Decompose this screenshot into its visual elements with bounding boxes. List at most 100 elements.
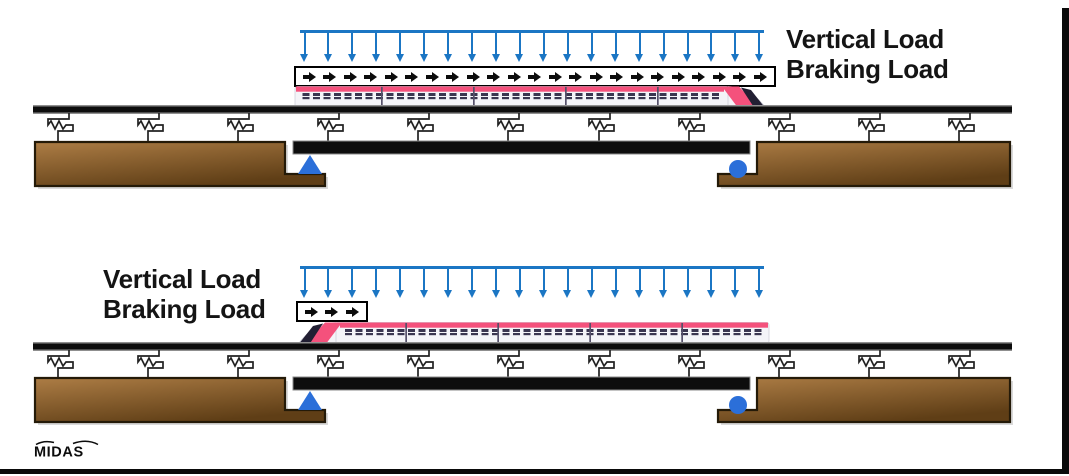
right-arrow-icon (753, 71, 768, 83)
frame-border-right (1062, 8, 1069, 473)
down-arrow-icon (587, 269, 596, 299)
right-arrow-icon (446, 71, 460, 83)
spring-icon (227, 113, 255, 141)
right-arrow-icon (712, 71, 727, 83)
right-arrow-icon (304, 306, 319, 318)
down-arrow-icon (539, 33, 548, 63)
down-arrow-icon (395, 33, 405, 63)
down-arrow-icon (371, 33, 381, 63)
load-labels: Vertical Load Braking Load (786, 24, 949, 84)
right-arrow-icon (548, 71, 563, 83)
down-arrow-icon (491, 269, 501, 299)
bridge-girder (292, 376, 751, 391)
midas-logo: MIDAS (33, 440, 111, 467)
logo-swoosh-right (72, 440, 99, 446)
braking-load-arrows (296, 68, 774, 85)
right-arrow-icon (507, 71, 522, 83)
spring-icon (317, 113, 345, 141)
right-arrow-icon (589, 71, 604, 83)
left-abutment-ground (33, 140, 327, 188)
right-arrow-icon (528, 71, 542, 83)
right-arrow-icon (345, 306, 360, 318)
spring-supports-row (42, 350, 983, 378)
down-arrow-icon (683, 269, 692, 299)
pinned-support-icon (298, 391, 322, 410)
vertical-load-label: Vertical Load (786, 24, 944, 54)
right-arrow-icon (733, 71, 747, 83)
vertical-load-assembly (300, 266, 764, 299)
spring-icon (948, 113, 975, 141)
spring-icon (497, 113, 525, 141)
right-arrow-icon (364, 71, 378, 83)
right-arrow-icon (405, 71, 419, 83)
roller-support-icon (729, 396, 747, 414)
right-abutment-ground (716, 140, 1012, 188)
down-arrow-icon (611, 269, 620, 299)
right-arrow-icon (325, 306, 339, 318)
spring-icon (227, 350, 255, 378)
down-arrow-icon (371, 269, 381, 299)
rail-line (33, 105, 1012, 114)
right-arrow-icon (466, 71, 481, 83)
down-arrow-icon (467, 269, 477, 299)
spring-icon (587, 350, 615, 378)
down-arrow-icon (659, 33, 668, 63)
down-arrow-icon (659, 269, 668, 299)
spring-icon (407, 113, 435, 141)
spring-icon (137, 113, 164, 141)
roller-support-icon (729, 160, 747, 178)
spring-icon (587, 113, 615, 141)
right-arrow-icon (692, 71, 706, 83)
braking-load-box (296, 301, 368, 322)
down-arrow-icon (347, 269, 357, 299)
right-arrow-icon (302, 71, 317, 83)
down-arrow-icon (419, 33, 429, 63)
spring-supports-row (42, 113, 983, 141)
spring-icon (47, 350, 74, 378)
down-arrow-icon (563, 33, 572, 63)
load-distribution-line (300, 266, 764, 269)
right-arrow-icon (630, 71, 645, 83)
spring-icon (857, 113, 885, 141)
braking-load-box (294, 66, 776, 87)
down-arrow-icon (730, 269, 740, 299)
vertical-load-arrows (300, 33, 764, 63)
down-arrow-icon (635, 269, 644, 299)
down-arrow-icon (730, 33, 740, 63)
spring-icon (47, 113, 74, 141)
right-arrow-icon (610, 71, 624, 83)
right-arrow-icon (487, 71, 501, 83)
down-arrow-icon (683, 33, 692, 63)
down-arrow-icon (515, 269, 524, 299)
pinned-support-icon (298, 155, 322, 174)
down-arrow-icon (491, 33, 501, 63)
braking-load-label: Braking Load (786, 54, 949, 84)
spring-icon (407, 350, 435, 378)
down-arrow-icon (419, 269, 429, 299)
left-abutment-ground (33, 376, 327, 424)
spring-icon (317, 350, 345, 378)
down-arrow-icon (539, 269, 548, 299)
spring-icon (857, 350, 885, 378)
spring-icon (767, 350, 795, 378)
right-abutment-ground (716, 376, 1012, 424)
right-arrow-icon (671, 71, 686, 83)
vertical-load-assembly (300, 30, 764, 63)
spring-icon (948, 350, 975, 378)
down-arrow-icon (706, 269, 716, 299)
down-arrow-icon (635, 33, 644, 63)
down-arrow-icon (323, 269, 333, 299)
right-arrow-icon (323, 71, 337, 83)
braking-load-label: Braking Load (103, 294, 266, 324)
midas-logo-text: MIDAS (34, 445, 84, 461)
load-labels: Vertical Load Braking Load (103, 264, 266, 324)
down-arrow-icon (706, 33, 716, 63)
down-arrow-icon (515, 33, 524, 63)
right-arrow-icon (425, 71, 440, 83)
spring-icon (677, 113, 705, 141)
down-arrow-icon (395, 269, 405, 299)
vertical-load-arrows (300, 269, 764, 299)
down-arrow-icon (300, 33, 309, 63)
substructure-graphic (33, 376, 1013, 425)
